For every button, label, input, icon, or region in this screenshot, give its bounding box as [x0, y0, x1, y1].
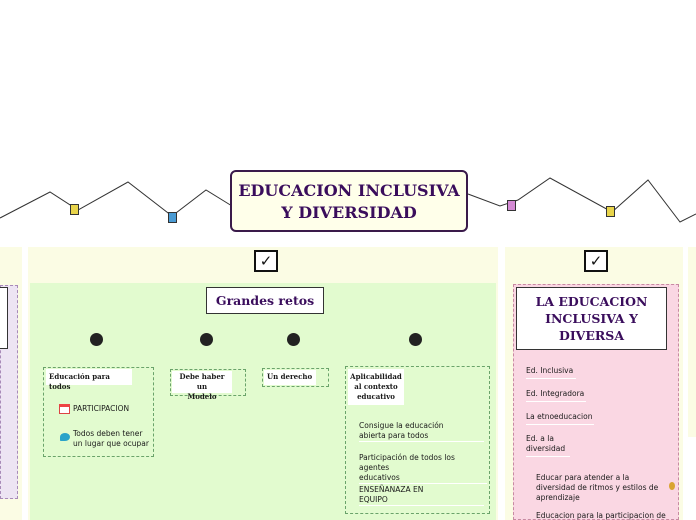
leaf-todos-lugar[interactable]: Todos deben tener un lugar que ocupar	[73, 429, 149, 449]
item-ed-inclusiva[interactable]: Ed. Inclusiva	[526, 366, 576, 379]
middle-panel-inner	[30, 283, 496, 520]
leaf-line: educativos	[359, 473, 400, 482]
note-icon	[168, 212, 177, 223]
subtopic-line: Debe haber un	[179, 372, 225, 391]
leaf-line: Todos deben tener	[73, 429, 143, 438]
item-ed-diversidad[interactable]: Ed. a la diversidad	[526, 434, 570, 457]
item-line: diversidad	[526, 444, 566, 453]
leaf-line: Participación de todos los agentes	[359, 453, 455, 472]
balloon-icon	[669, 482, 675, 490]
topic-line: LA EDUCACION	[535, 294, 648, 309]
branch-dot[interactable]	[287, 333, 300, 346]
branch-dot[interactable]	[200, 333, 213, 346]
educacion-inclusiva-diversa-topic[interactable]: LA EDUCACION INCLUSIVA Y DIVERSA	[516, 287, 667, 350]
subtopic-line: educativo	[357, 392, 395, 401]
item-line: aprendizaje	[536, 493, 580, 502]
item-etnoeducacion[interactable]: La etnoeducacion	[526, 412, 594, 425]
branch-dot[interactable]	[409, 333, 422, 346]
subtopic-aplicabilidad[interactable]: Aplicabilidad al contexto educativo	[348, 369, 404, 405]
item-educar-atender[interactable]: Educar para atender a la diversidad de r…	[536, 473, 666, 503]
leaf-line: Consigue la educación	[359, 421, 444, 430]
grandes-retos-topic[interactable]: Grandes retos	[206, 287, 324, 314]
leaf-consigue-educacion[interactable]: Consigue la educación abierta para todos	[359, 421, 484, 442]
leaf-ensenanza-equipo[interactable]: ENSEÑANAZA EN EQUIPO	[359, 485, 484, 506]
note-icon	[70, 204, 79, 215]
note-icon	[606, 206, 615, 217]
branch-dot[interactable]	[90, 333, 103, 346]
leaf-participacion[interactable]: PARTICIPACION	[73, 404, 130, 413]
calendar-icon	[59, 404, 70, 414]
subtopic-group-modelo	[170, 369, 246, 396]
subtopic-line: Modelo	[187, 392, 217, 401]
item-line: Educar para atender a la	[536, 473, 630, 482]
far-right-panel	[688, 247, 696, 437]
subtopic-un-derecho[interactable]: Un derecho	[264, 370, 316, 385]
topic-line: INCLUSIVA Y	[545, 311, 638, 326]
left-topic-box[interactable]	[0, 287, 8, 349]
leaf-line: un lugar que ocupar	[73, 439, 149, 448]
note-icon	[507, 200, 516, 211]
item-line: Ed. a la	[526, 434, 554, 443]
leaf-line: EQUIPO	[359, 495, 388, 504]
central-topic-line1: EDUCACION INCLUSIVA	[238, 181, 460, 200]
leaf-line: ENSEÑANAZA EN	[359, 485, 424, 494]
central-topic[interactable]: EDUCACION INCLUSIVA Y DIVERSIDAD	[230, 170, 468, 232]
subtopic-debe-haber-modelo[interactable]: Debe haber un Modelo	[172, 371, 232, 401]
topic-line: DIVERSA	[558, 328, 625, 343]
leaf-participacion-agentes[interactable]: Participación de todos los agentes educa…	[359, 453, 487, 484]
bird-icon	[60, 433, 70, 441]
middle-checkbox[interactable]: ✓	[254, 250, 278, 272]
central-topic-line2: Y DIVERSIDAD	[281, 203, 417, 222]
subtopic-group-educacion	[43, 367, 154, 457]
subtopic-group-aplicabilidad	[345, 366, 490, 514]
subtopic-educacion-para-todos[interactable]: Educación para todos	[46, 369, 132, 391]
item-educacion-participacion[interactable]: Educacion para la participacion de	[536, 511, 666, 520]
right-checkbox[interactable]: ✓	[584, 250, 608, 272]
subtopic-group-derecho	[262, 368, 329, 387]
item-line: diversidad de ritmos y estilos de	[536, 483, 659, 492]
leaf-line: abierta para todos	[359, 431, 429, 440]
item-ed-integradora[interactable]: Ed. Integradora	[526, 389, 586, 402]
subtopic-line: Aplicabilidad	[350, 372, 402, 381]
subtopic-line: al contexto	[354, 382, 398, 391]
